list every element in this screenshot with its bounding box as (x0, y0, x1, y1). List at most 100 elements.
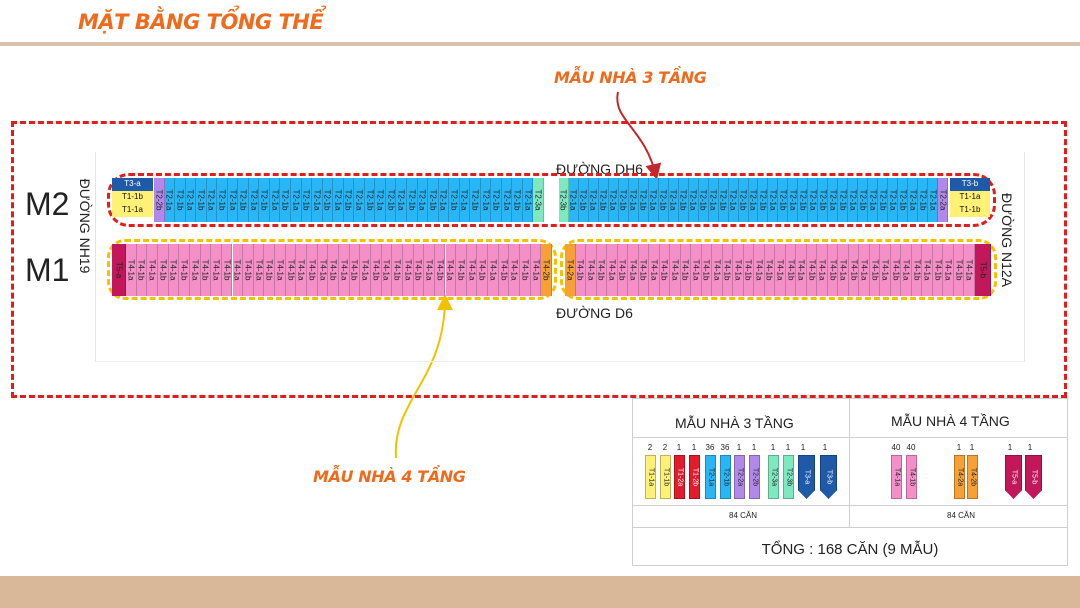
lot: T4-1a (817, 244, 828, 296)
lot-label: T4-1b (701, 259, 711, 281)
lot: T4-1a (232, 244, 244, 296)
lot-label: T4-1b (222, 259, 232, 281)
lot: T4-1b (520, 244, 531, 296)
lot: T2-1b (428, 178, 439, 222)
lot: T4-1b (179, 244, 190, 296)
lot: T2-1a (688, 178, 699, 222)
lot: T2-1b (301, 178, 313, 222)
lot: T2-1b (280, 178, 292, 222)
lot: T2-1a (480, 178, 492, 222)
legend-count: 1 (691, 443, 697, 452)
lot: T4-1a (381, 244, 393, 296)
lot: T2-1b (878, 178, 889, 222)
lot-label: T4-1a (190, 259, 200, 281)
lot: T4-1a (211, 244, 222, 296)
lot: T2-1a (648, 178, 659, 222)
lot-label: T4-1a (211, 259, 221, 281)
lot-label: T2-1b (196, 189, 206, 211)
lot-label: T2-1a (748, 189, 758, 211)
lot-label: T4-1a (838, 259, 848, 281)
lot-label: T2-1a (628, 189, 638, 211)
lot: T2-1b (698, 178, 709, 222)
lot-label: T2-1b (322, 189, 332, 211)
legend-count: 1 (676, 443, 682, 452)
lot: T4-1b (701, 244, 713, 296)
lot-label: T4-1b (328, 259, 338, 281)
lot-label: T4-1a (943, 259, 953, 281)
lot: T2-1b (512, 178, 523, 222)
lot-label: T2-1b (470, 189, 480, 211)
lot-label: T2-1a (481, 189, 491, 211)
lot: T4-1a (712, 244, 723, 296)
block-m2 (107, 173, 996, 227)
lot: T2-1b (238, 178, 249, 222)
lot-label: T4-1a (649, 259, 659, 281)
lot-label: T2-1a (808, 189, 818, 211)
lot-label: T4-1a (339, 259, 349, 281)
lot: T4-1a (649, 244, 660, 296)
lot: T4-1a (126, 244, 137, 296)
lot-label: T5-b (978, 261, 987, 279)
lot-label: T4-1b (371, 259, 381, 281)
lot-label: T4-1a (817, 259, 827, 281)
lot-label: T2-1b (618, 189, 628, 211)
legend-label: T4-1a (893, 467, 900, 487)
lot: T4-1b (890, 244, 902, 296)
lot-label: T2-1a (312, 189, 322, 211)
lot: T4-1b (932, 244, 944, 296)
lot-label: T4-1b (891, 259, 901, 281)
lot-label: T2-1b (838, 189, 848, 211)
lot-label: T2-1a (568, 189, 578, 211)
lot-label: T2-1b (818, 189, 828, 211)
lot-label: T4-1a (509, 259, 519, 281)
lot-label: T2-1b (778, 189, 788, 211)
lot-label: T4-1a (232, 259, 242, 281)
lot-label: T4-1b (722, 259, 732, 281)
lot-label: T4-1b (413, 259, 423, 281)
lot: T2-1b (217, 178, 228, 222)
lot: T4-1a (859, 244, 870, 296)
lot: T2-2a (938, 178, 948, 222)
lot: T4-1a (670, 244, 681, 296)
lot: T2-1b (778, 178, 789, 222)
lot: T2-1b (449, 178, 460, 222)
road-label-right: ĐƯỜNG N12A (999, 193, 1015, 287)
legend-count: 40 (891, 443, 901, 452)
legend-divider (633, 437, 1067, 438)
lot-label: T2-1b (449, 189, 459, 211)
legend-swatch: T4-2a (954, 455, 965, 499)
lot-label: T2-1a (502, 189, 512, 211)
lot-label: T4-1a (754, 259, 764, 281)
lot: T4-1a (168, 244, 180, 296)
lot: T4-1b (434, 244, 446, 296)
block-m1-left (107, 239, 557, 300)
lot: T2-1a (928, 178, 939, 222)
lot: T2-1a (588, 178, 599, 222)
legend-label: T2-2b (751, 467, 758, 487)
legend-count: 1 (1027, 443, 1033, 452)
lot: T4-2b (541, 244, 552, 296)
legend-divider (633, 527, 1067, 528)
legend-count: 36 (720, 443, 730, 452)
lot: T2-1a (668, 178, 679, 222)
legend-count: 1 (800, 443, 806, 452)
lot-label: T2-2b (154, 189, 164, 211)
lot: T4-1b (953, 244, 965, 296)
lot: T4-1a (296, 244, 308, 296)
end-lot: T1-1b (112, 191, 153, 204)
lot: T2-1a (312, 178, 323, 222)
lot: T4-1a (424, 244, 435, 296)
lot: T4-1a (733, 244, 744, 296)
lot-label: T5-a (114, 261, 123, 279)
lot-label: T4-1b (307, 259, 317, 281)
lot-label: T2-1b (512, 189, 522, 211)
legend-label: T4-1b (908, 467, 915, 487)
lot-label: T4-1a (296, 259, 306, 281)
lot-label: T4-1a (733, 259, 743, 281)
lot-label: T2-1a (588, 189, 598, 211)
lot-label: T4-1b (743, 259, 753, 281)
lot: T2-1a (768, 178, 779, 222)
lot: T2-1a (522, 178, 534, 222)
legend-swatch: T4-2b (967, 455, 978, 499)
lot: T2-1b (858, 178, 869, 222)
